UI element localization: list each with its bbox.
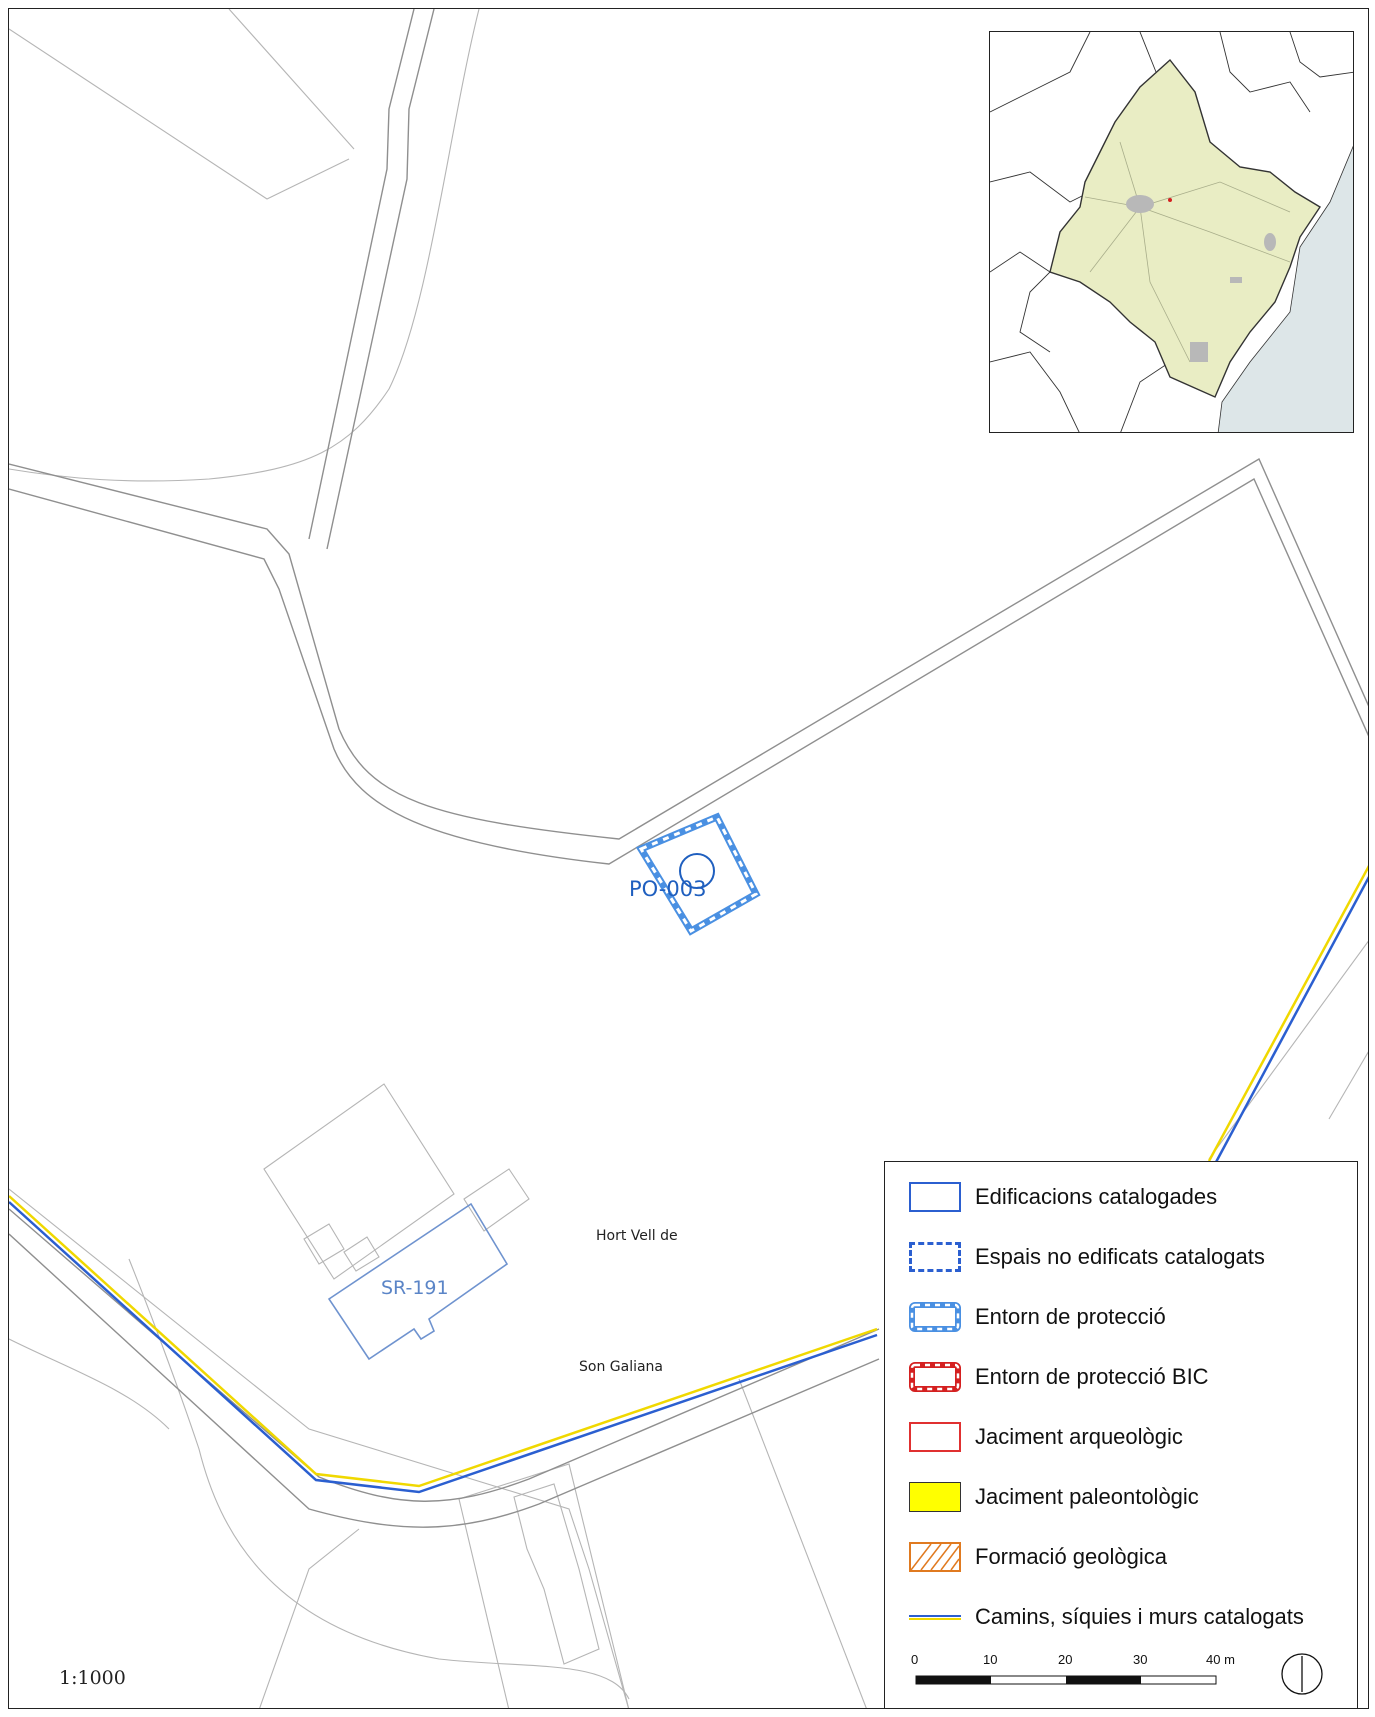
inset-urban-areas bbox=[1126, 195, 1276, 362]
locator-map-svg bbox=[990, 32, 1353, 432]
blue-yellow-line-icon bbox=[909, 1615, 961, 1620]
road-network bbox=[9, 9, 1368, 1528]
legend-item-paleontologic: Jaciment paleontològic bbox=[909, 1480, 1199, 1514]
locator-inset-map[interactable] bbox=[989, 31, 1354, 433]
scalebar-tick-0: 0 bbox=[911, 1652, 919, 1667]
catalogued-paths bbox=[9, 865, 1368, 1494]
legend-label: Jaciment paleontològic bbox=[975, 1484, 1199, 1509]
legend-label: Formació geològica bbox=[975, 1544, 1167, 1569]
po003-protection-zone[interactable] bbox=[635, 812, 761, 936]
legend-item-espais: Espais no edificats catalogats bbox=[909, 1240, 1265, 1274]
map-frame: PO-003 SR-191 Hort Vell de Son Galiana 1… bbox=[8, 8, 1369, 1709]
inset-sea bbox=[1217, 145, 1353, 432]
map-legend: Edificacions catalogades Espais no edifi… bbox=[884, 1161, 1358, 1708]
inset-municipality bbox=[1049, 58, 1321, 398]
legend-label: Entorn de protecció bbox=[975, 1304, 1166, 1329]
legend-label: Espais no edificats catalogats bbox=[975, 1244, 1265, 1269]
inset-roads bbox=[1084, 141, 1291, 363]
scalebar-tick-20: 20 bbox=[1058, 1652, 1073, 1667]
toponym-son-galiana: Son Galiana bbox=[579, 1359, 664, 1375]
scalebar-tick-10: 10 bbox=[983, 1652, 998, 1667]
legend-item-arqueologic: Jaciment arqueològic bbox=[909, 1420, 1183, 1454]
blue-white-hatched-rect-icon bbox=[909, 1302, 961, 1332]
legend-item-geologica: Formació geològica bbox=[909, 1540, 1167, 1574]
legend-label: Jaciment arqueològic bbox=[975, 1424, 1183, 1449]
sr191-label: SR-191 bbox=[381, 1277, 449, 1299]
legend-label: Camins, síquies i murs catalogats bbox=[975, 1604, 1304, 1629]
map-scale-ratio: 1:1000 bbox=[59, 1667, 126, 1689]
orange-hatch-rect-icon bbox=[909, 1542, 961, 1572]
parcel-boundaries bbox=[9, 9, 1368, 1708]
sr191-building[interactable] bbox=[327, 1202, 509, 1361]
scalebar-tick-40: 40 m bbox=[1206, 1652, 1235, 1667]
po003-label: PO-003 bbox=[629, 877, 707, 901]
legend-label: Entorn de protecció BIC bbox=[975, 1364, 1209, 1389]
legend-item-camins: Camins, síquies i murs catalogats bbox=[909, 1600, 1304, 1634]
north-arrow-icon bbox=[1281, 1653, 1323, 1695]
legend-label: Edificacions catalogades bbox=[975, 1184, 1218, 1209]
base-map[interactable] bbox=[9, 9, 1369, 1709]
legend-item-entorn-bic: Entorn de protecció BIC bbox=[909, 1360, 1209, 1394]
toponym-hort-vell: Hort Vell de bbox=[596, 1228, 678, 1244]
red-white-hatched-rect-icon bbox=[909, 1362, 961, 1392]
scalebar-tick-30: 30 bbox=[1133, 1652, 1148, 1667]
scale-bar: 0 10 20 30 40 m bbox=[911, 1652, 1245, 1702]
yellow-filled-rect-icon bbox=[909, 1482, 961, 1512]
red-outline-rect-icon bbox=[909, 1422, 961, 1452]
legend-item-entorn: Entorn de protecció bbox=[909, 1300, 1166, 1334]
dashed-blue-rect-icon bbox=[909, 1242, 961, 1272]
scalebar-graphic bbox=[915, 1675, 1217, 1685]
inset-site-marker bbox=[1168, 198, 1172, 202]
legend-item-edificacions: Edificacions catalogades bbox=[909, 1180, 1217, 1214]
solid-blue-rect-icon bbox=[909, 1182, 961, 1212]
